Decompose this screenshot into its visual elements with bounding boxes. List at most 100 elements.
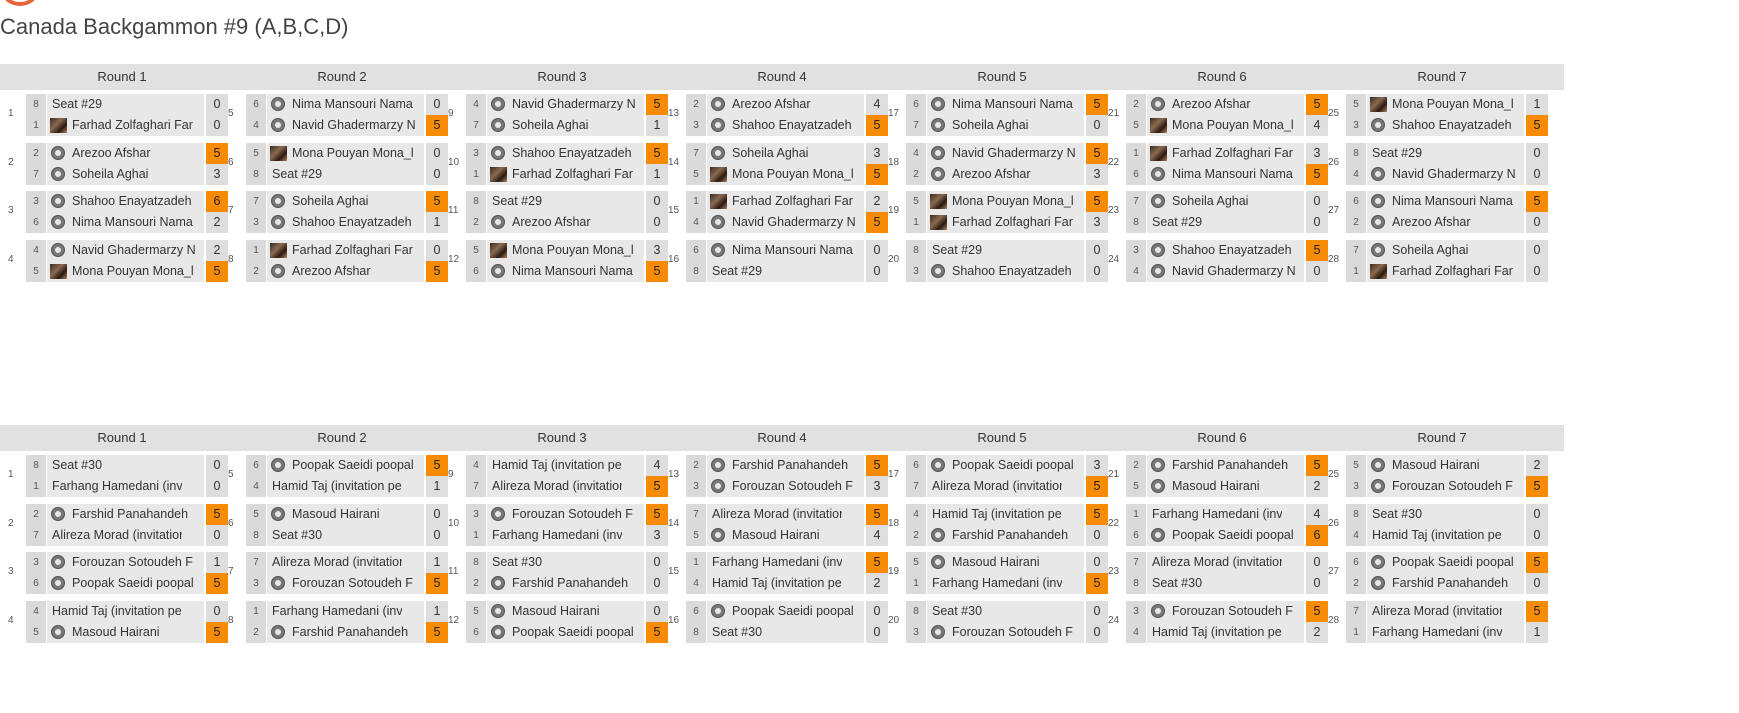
player-name[interactable]: Nima Mansouri Nama xyxy=(512,263,633,278)
player-name[interactable]: Farhang Hamedani (invita xyxy=(52,479,182,493)
player-name-cell[interactable]: Poopak Saeidi poopal xyxy=(1147,524,1304,546)
player-name[interactable]: Farhad Zolfaghari Far xyxy=(1392,263,1513,278)
player-name-cell[interactable]: Farshid Panahandeh xyxy=(707,455,864,476)
player-name-cell[interactable]: Seat #30 xyxy=(707,621,864,643)
player-name[interactable]: Farshid Panahandeh xyxy=(1392,576,1509,590)
player-name[interactable]: Arezoo Afshar xyxy=(1392,215,1471,229)
player-name-cell[interactable]: Farhang Hamedani (invita xyxy=(707,552,864,573)
player-name[interactable]: Shahoo Enayatzadeh xyxy=(292,215,412,229)
player-name-cell[interactable]: Alireza Morad (invitation p xyxy=(487,476,644,497)
player-name-cell[interactable]: Farhang Hamedani (invita xyxy=(1367,621,1524,643)
player-name-cell[interactable]: Navid Ghadermarzy N xyxy=(707,212,864,233)
player-name-cell[interactable]: Farhang Hamedani (invita xyxy=(487,524,644,546)
player-name[interactable]: Forouzan Sotoudeh F xyxy=(1172,603,1293,618)
player-name-cell[interactable]: Masoud Hairani xyxy=(47,621,204,643)
player-name[interactable]: Farshid Panahandeh xyxy=(732,458,849,472)
player-name-cell[interactable]: Nima Mansouri Nama xyxy=(1367,191,1524,212)
player-name[interactable]: Poopak Saeidi poopal xyxy=(72,576,194,590)
player-name[interactable]: Poopak Saeidi poopal xyxy=(512,624,634,639)
player-name[interactable]: Seat #29 xyxy=(52,97,103,111)
player-name[interactable]: Forouzan Sotoudeh F xyxy=(732,479,853,493)
player-name[interactable]: Soheila Aghai xyxy=(1392,242,1469,257)
player-name-cell[interactable]: Soheila Aghai xyxy=(267,191,424,212)
player-name-cell[interactable]: Forouzan Sotoudeh F xyxy=(47,552,204,573)
player-name-cell[interactable]: Alireza Morad (invitation p xyxy=(267,552,424,573)
player-name-cell[interactable]: Hamid Taj (invitation pend xyxy=(707,573,864,594)
player-name-cell[interactable]: Seat #30 xyxy=(1147,573,1304,594)
player-name-cell[interactable]: Farhad Zolfaghari Far xyxy=(487,163,644,185)
player-name[interactable]: Seat #29 xyxy=(272,166,323,181)
player-name[interactable]: Poopak Saeidi poopal xyxy=(1172,527,1294,542)
player-name[interactable]: Soheila Aghai xyxy=(72,166,149,181)
player-name[interactable]: Hamid Taj (invitation pend xyxy=(52,603,182,618)
player-name-cell[interactable]: Poopak Saeidi poopal xyxy=(1367,552,1524,573)
player-name-cell[interactable]: Shahoo Enayatzadeh xyxy=(267,212,424,233)
player-name-cell[interactable]: Hamid Taj (invitation pend xyxy=(1367,524,1524,546)
player-name[interactable]: Masoud Hairani xyxy=(1172,479,1260,493)
player-name-cell[interactable]: Arezoo Afshar xyxy=(47,142,204,164)
player-name[interactable]: Shahoo Enayatzadeh xyxy=(1392,118,1512,132)
player-name[interactable]: Hamid Taj (invitation pend xyxy=(492,458,622,472)
player-name-cell[interactable]: Seat #30 xyxy=(1367,503,1524,525)
player-name-cell[interactable]: Arezoo Afshar xyxy=(927,163,1084,185)
player-name-cell[interactable]: Navid Ghadermarzy N xyxy=(927,142,1084,164)
player-name-cell[interactable]: Shahoo Enayatzadeh xyxy=(707,115,864,136)
player-name-cell[interactable]: Hamid Taj (invitation pend xyxy=(487,455,644,476)
player-name-cell[interactable]: Seat #29 xyxy=(47,94,204,115)
player-name[interactable]: Nima Mansouri Nama xyxy=(292,97,413,111)
player-name-cell[interactable]: Nima Mansouri Nama xyxy=(47,212,204,233)
player-name[interactable]: Poopak Saeidi poopal xyxy=(732,603,854,618)
player-name-cell[interactable]: Arezoo Afshar xyxy=(1147,94,1304,115)
player-name-cell[interactable]: Soheila Aghai xyxy=(47,163,204,185)
player-name[interactable]: Navid Ghadermarzy N xyxy=(512,97,636,111)
player-name[interactable]: Navid Ghadermarzy N xyxy=(732,215,856,229)
player-name-cell[interactable]: Alireza Morad (invitation p xyxy=(47,524,204,546)
player-name-cell[interactable]: Poopak Saeidi poopal xyxy=(267,455,424,476)
player-name-cell[interactable]: Navid Ghadermarzy N xyxy=(267,115,424,136)
player-name-cell[interactable]: Masoud Hairani xyxy=(487,600,644,622)
